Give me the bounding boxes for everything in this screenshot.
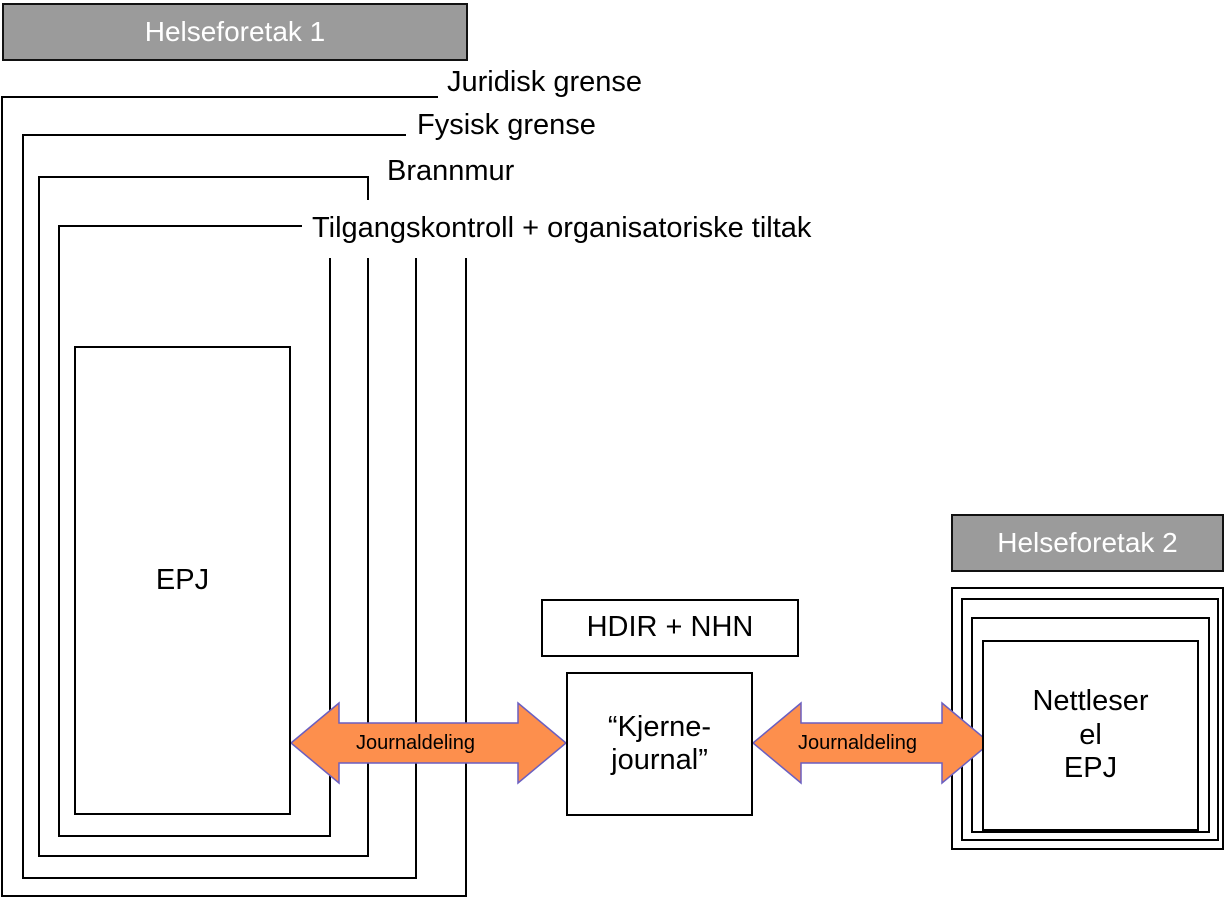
kjernejournal-box: “Kjerne- journal” — [566, 672, 753, 816]
nettleser-line3: EPJ — [1063, 752, 1118, 785]
nettleser-box: Nettleser el EPJ — [982, 640, 1199, 831]
boundary-juridisk — [1, 96, 467, 897]
kjernejournal-line2: journal” — [611, 744, 708, 776]
operator-label: HDIR + NHN — [586, 611, 754, 644]
org2-boundary-3 — [971, 617, 1210, 833]
org2-header: Helseforetak 2 — [951, 514, 1224, 572]
arrow-label-2: Journaldeling — [798, 732, 917, 754]
kjernejournal-line1: “Kjerne- — [607, 710, 712, 743]
org1-header: Helseforetak 1 — [2, 3, 468, 61]
org2-title: Helseforetak 2 — [997, 527, 1178, 558]
label-fysisk-grense: Fysisk grense — [417, 109, 596, 141]
nettleser-line1: Nettleser — [1032, 685, 1149, 718]
epj-box: EPJ — [74, 346, 291, 815]
epj-label: EPJ — [155, 563, 210, 596]
org1-title: Helseforetak 1 — [144, 16, 326, 47]
operator-box: HDIR + NHN — [541, 599, 799, 657]
label-brannmur: Brannmur — [387, 155, 515, 187]
boundary-tilgang — [58, 225, 331, 837]
arrow-label-1: Journaldeling — [356, 732, 475, 754]
nettleser-line2: el — [1079, 718, 1102, 751]
label-tilgangskontroll: Tilgangskontroll + organisatoriske tilta… — [312, 212, 812, 244]
label-juridisk-grense: Juridisk grense — [447, 66, 643, 98]
boundary-fysisk — [22, 134, 417, 879]
